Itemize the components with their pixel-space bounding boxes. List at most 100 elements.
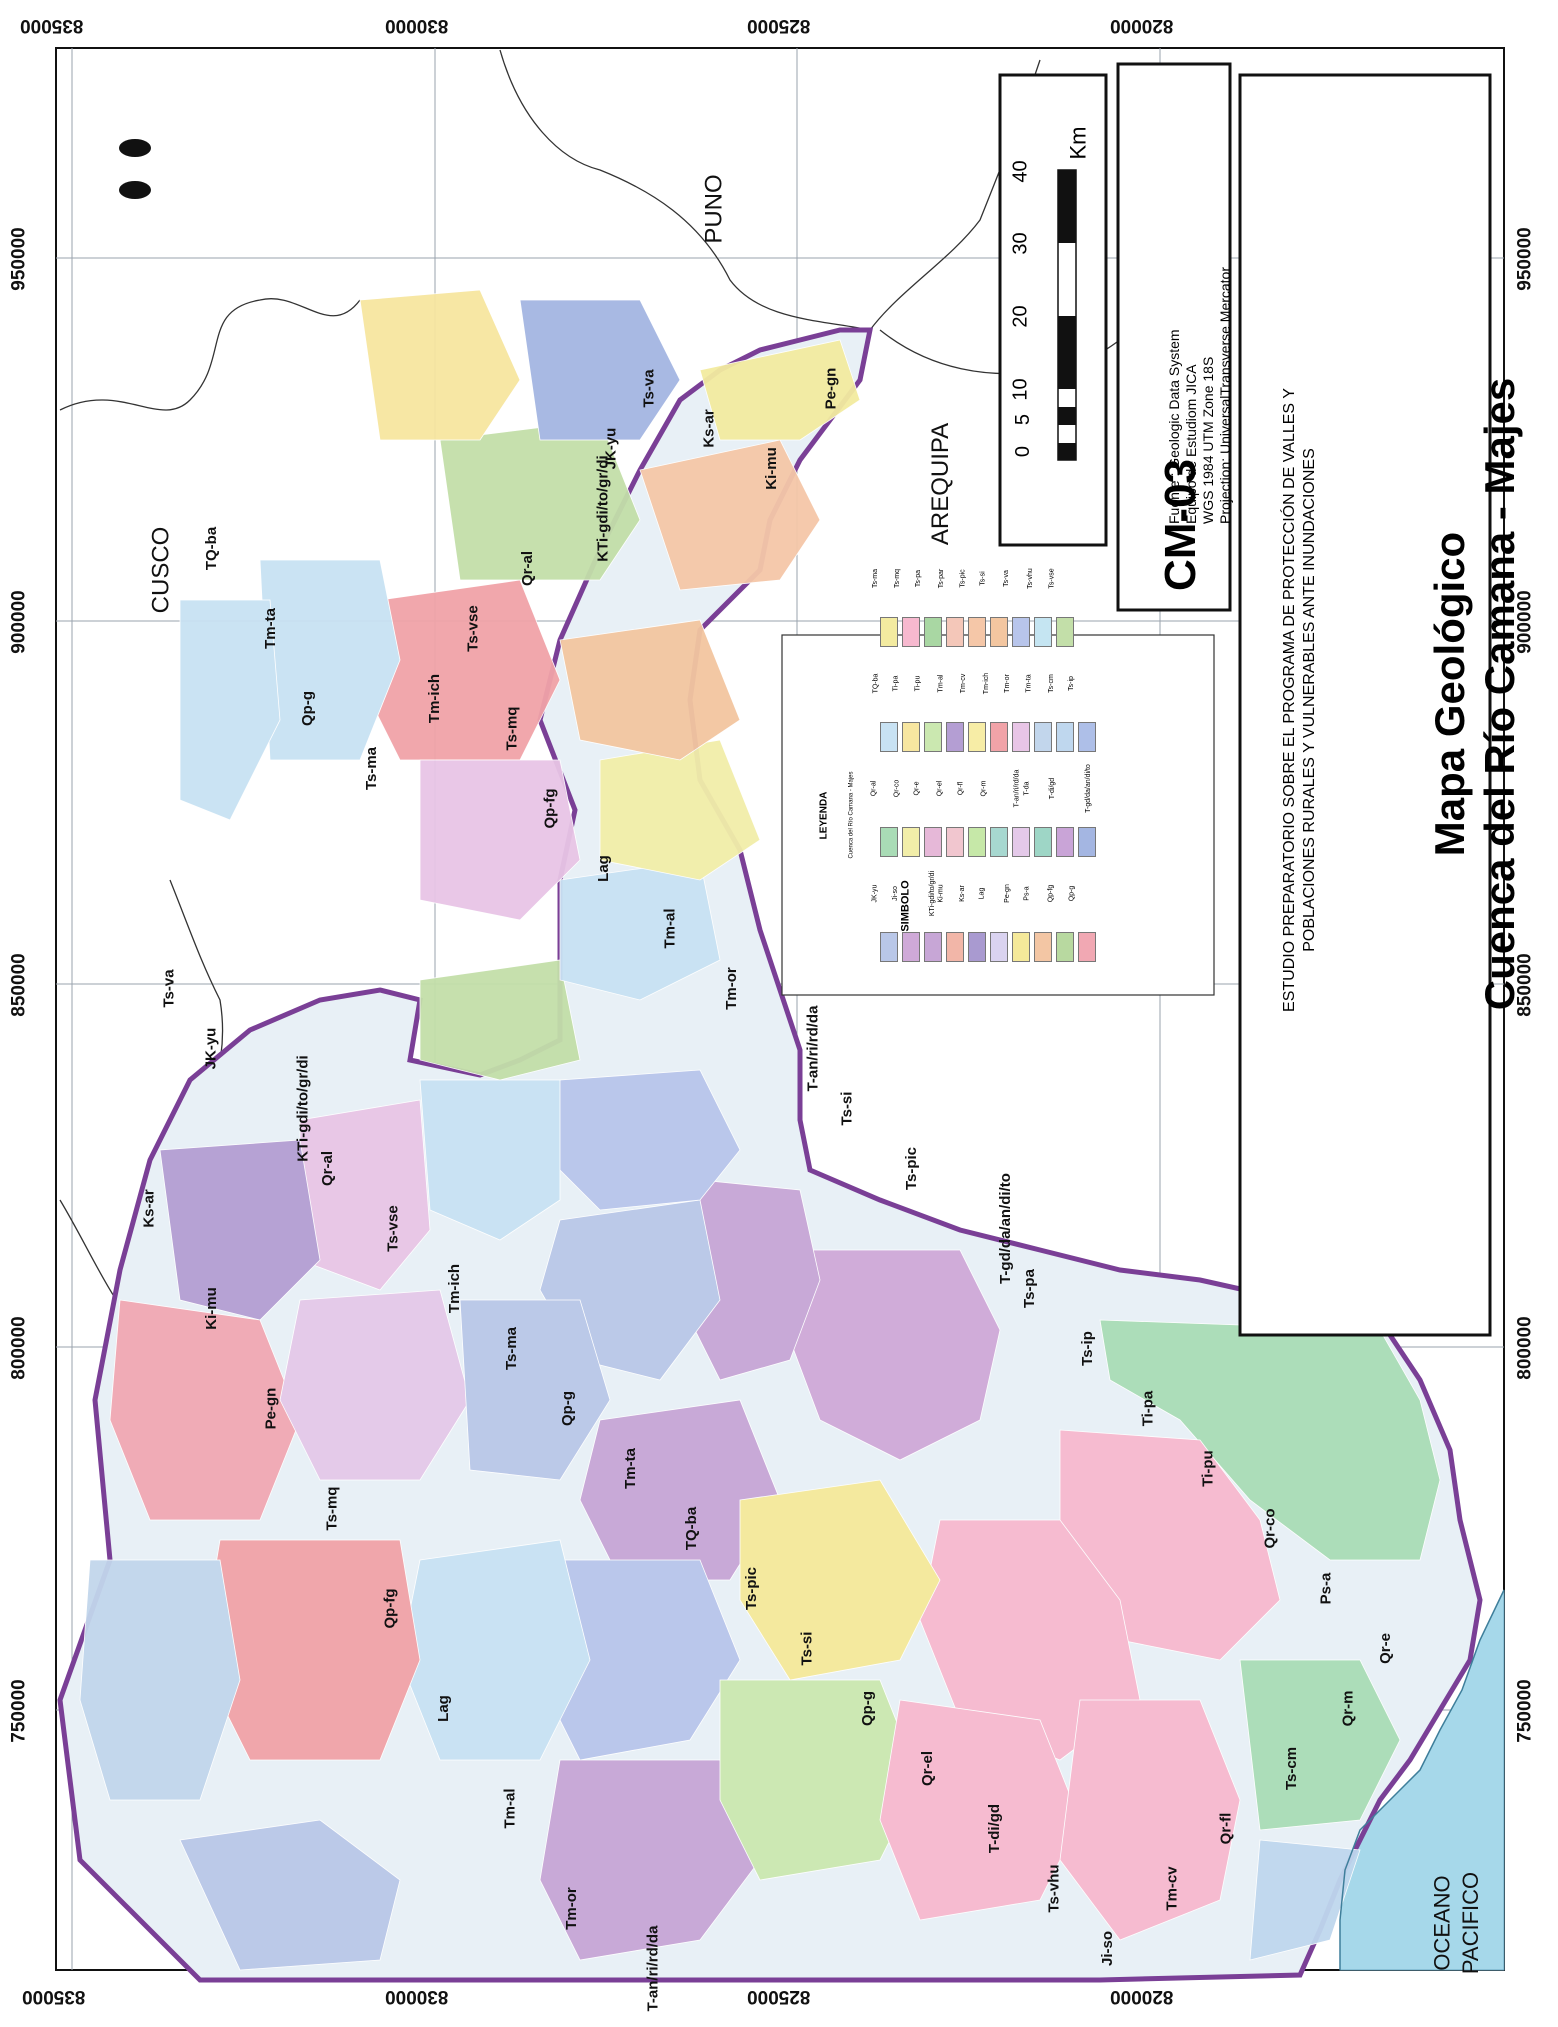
legend-swatch: [924, 827, 942, 857]
geologic-unit-label: Ts-va: [640, 369, 658, 408]
legend-swatch: [1012, 617, 1030, 647]
geologic-unit-label: Ts-pa: [1020, 1269, 1038, 1308]
geologic-unit-label: Ts-vse: [384, 1205, 402, 1252]
coastline: [1339, 1589, 1505, 1970]
legend-swatch-label: Ts-si: [979, 571, 987, 586]
geologic-unit-label: Ts-ma: [503, 1326, 521, 1371]
northing-tick-left: 900000: [8, 590, 30, 654]
scale-bar-box: [998, 73, 1108, 547]
geologic-unit-label: T-an/ri/rd/da: [644, 1925, 662, 2012]
legend-swatch-label: Qp-g: [1068, 885, 1076, 902]
legend-swatch-label: Ps-a: [1023, 886, 1031, 901]
geologic-unit-label: Qp-fg: [381, 1588, 399, 1629]
geologic-unit-label: Tm-ich: [426, 673, 444, 724]
geologic-unit-label: Ji-so: [1099, 1930, 1117, 1967]
geologic-unit-label: Lag: [434, 1695, 452, 1722]
scale-label: 30: [1009, 232, 1032, 255]
legend-swatch-label: Qr-m: [980, 780, 988, 797]
title-box: [1238, 73, 1492, 1337]
legend-swatch: [968, 932, 986, 962]
legend-swatch-label: T-gd/da/an/di/to: [1084, 764, 1092, 813]
legend-swatch: [1012, 932, 1030, 962]
legend-swatch: [924, 617, 942, 647]
legend-swatch-label: Ts-pic: [959, 569, 967, 588]
geologic-unit-label: Tm-or: [722, 967, 740, 1010]
geologic-unit-label: Ts-vse: [464, 605, 482, 652]
geologic-unit-label: Ts-mq: [503, 706, 521, 751]
geologic-unit-label: Ks-ar: [700, 409, 718, 448]
legend-swatch: [1078, 932, 1096, 962]
symbol-title: SIMBOLO: [899, 880, 912, 932]
legend-swatch: [990, 722, 1008, 752]
legend-swatch: [946, 827, 964, 857]
legend-swatch: [946, 932, 964, 962]
geologic-unit-label: Ts-ip: [1078, 1331, 1096, 1366]
legend-swatch-label: Ts-cm: [1047, 674, 1055, 693]
geologic-unit-label: JK-yu: [202, 1027, 220, 1070]
legend-swatch: [924, 722, 942, 752]
geologic-unit-label: Qp-g: [859, 1691, 876, 1726]
legend-swatch: [1034, 827, 1052, 857]
legend-swatch-label: Tm-al: [937, 674, 945, 693]
legend-swatch: [946, 722, 964, 752]
source-box: [1116, 62, 1232, 612]
geologic-unit-label: T-an/ri/rd/da: [804, 1005, 822, 1092]
legend-swatch: [1056, 932, 1074, 962]
region-label-pacific: PACIFICO: [1458, 1871, 1484, 1975]
region-label-arequipa: AREQUIPA: [927, 422, 955, 546]
geologic-unit-label: Qr-m: [1339, 1690, 1357, 1727]
legend-swatch: [968, 722, 986, 752]
geologic-unit-label: Ts-cm: [1283, 1746, 1301, 1791]
legend-swatch-label: T-da: [1023, 781, 1031, 796]
geologic-unit-label: T-di/gd: [986, 1803, 1004, 1854]
legend-swatch: [990, 932, 1008, 962]
legend-swatch: [1034, 722, 1052, 752]
legend-swatch: [968, 827, 986, 857]
legend-swatch-label: Qr-e: [913, 781, 921, 796]
map-code: CM-03: [1156, 458, 1206, 592]
legend-swatch: [1056, 827, 1074, 857]
geologic-unit-label: Ki-mu: [202, 1287, 220, 1330]
geologic-unit-label: TQ-ba: [683, 1506, 701, 1551]
northing-tick-right: 950000: [1514, 227, 1536, 291]
geologic-unit-label: TQ-ba: [203, 526, 221, 571]
easting-tick-bottom: 820000: [1110, 1986, 1174, 2007]
northing-tick-left: 850000: [8, 953, 30, 1017]
geologic-unit-label: Tm-al: [661, 908, 679, 949]
north-arrow-icon-2: [119, 181, 151, 199]
legend-swatch: [880, 617, 898, 647]
legend-swatch: [1078, 722, 1096, 752]
legend-swatch: [902, 722, 920, 752]
geologic-unit-label: Ts-si: [838, 1091, 856, 1126]
legend-swatch-label: Ji-so: [891, 886, 899, 901]
legend-swatch: [1034, 932, 1052, 962]
geologic-unit-label: KTi-gdi/to/gr/di: [594, 455, 612, 562]
scale-label: 40: [1009, 160, 1032, 183]
legend-swatch-label: Ts-va: [1002, 570, 1010, 587]
geologic-unit-label: Lag: [594, 855, 612, 882]
map-title-line2: Cuenca del Río Camana - Majes: [1476, 377, 1523, 1011]
scale-label: 5: [1012, 413, 1035, 426]
geologic-unit-label: Ki-mu: [762, 447, 780, 490]
scale-bar: [1057, 169, 1077, 461]
easting-tick-top: 835000: [20, 15, 84, 36]
legend-swatch-label: Qr-fl: [957, 781, 965, 796]
legend-title: LEYENDA: [818, 791, 830, 840]
legend-swatch-label: Ts-ma: [872, 568, 880, 589]
study-title-line: POBLACIONES RURALES Y VULNERABLES ANTE I…: [1301, 448, 1318, 952]
legend-swatch-label: KTi-gdi/to/gr/di: [929, 870, 937, 917]
geologic-unit-label: Tm-ta: [621, 1448, 639, 1489]
region-label-ocean: OCEANO: [1429, 1875, 1455, 1971]
northing-tick-left: 800000: [8, 1316, 30, 1380]
geologic-unit-label: KTi-gdi/to/gr/di: [294, 1055, 312, 1162]
geologic-unit-label: Tm-cv: [1163, 1866, 1181, 1911]
geologic-unit-label: Ks-ar: [140, 1189, 158, 1228]
easting-tick-bottom: 825000: [747, 1986, 811, 2007]
legend-swatch-label: Ts-mq: [894, 568, 902, 589]
geologic-unit-label: Ts-va: [160, 969, 178, 1008]
scale-label: 20: [1009, 305, 1032, 328]
geologic-unit-label: Qr-al: [519, 550, 537, 587]
geologic-unit-label: Qr-co: [1261, 1508, 1279, 1549]
geologic-units: [79, 289, 1441, 1971]
legend-swatch-label: Ts-ip: [1067, 676, 1075, 691]
